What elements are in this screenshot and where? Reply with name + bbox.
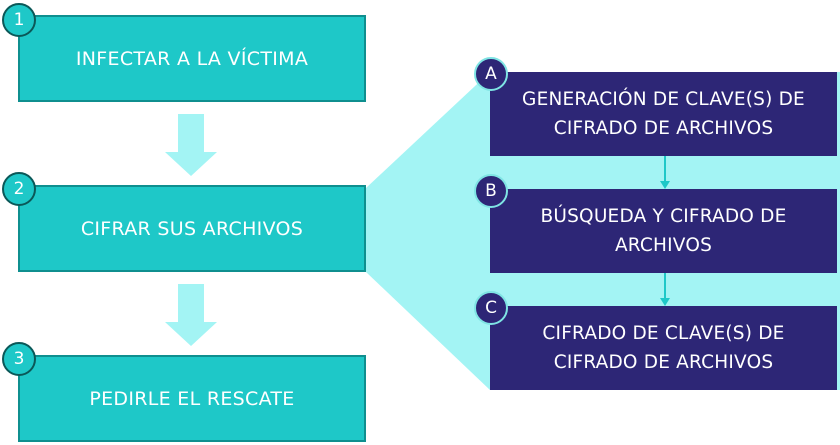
substep-c-label: CIFRADO DE CLAVE(S) DE CIFRADO DE ARCHIV… [542,323,785,373]
step-1-box: INFECTAR A LA VÍCTIMA [18,15,366,102]
substep-a-label: GENERACIÓN DE CLAVE(S) DE CIFRADO DE ARC… [522,89,805,139]
substep-c-badge: C [474,291,508,325]
substep-b-badge: B [474,174,508,208]
substep-a-badge: A [474,57,508,91]
arrow-substepB-to-substepC [660,273,670,306]
step-2-badge: 2 [2,172,36,206]
step-1-label: INFECTAR A LA VÍCTIMA [75,47,309,70]
arrow-substepA-to-substepB [660,156,670,189]
substep-c-box: CIFRADO DE CLAVE(S) DE CIFRADO DE ARCHIV… [490,306,837,390]
step-2-label: CIFRAR SUS ARCHIVOS [80,217,304,240]
substep-b-box: BÚSQUEDA Y CIFRADO DE ARCHIVOS [490,189,837,273]
substep-a-box: GENERACIÓN DE CLAVE(S) DE CIFRADO DE ARC… [490,72,837,156]
step-2-box: CIFRAR SUS ARCHIVOS [18,185,366,272]
step-3-box: PEDIRLE EL RESCATE [18,355,366,442]
step-3-label: PEDIRLE EL RESCATE [89,387,295,410]
step-3-badge: 3 [2,342,36,376]
arrow-step1-to-step2 [165,114,217,176]
substep-b-label: BÚSQUEDA Y CIFRADO DE ARCHIVOS [540,206,787,256]
step-1-badge: 1 [2,3,36,37]
arrow-step2-to-step3 [165,284,217,346]
